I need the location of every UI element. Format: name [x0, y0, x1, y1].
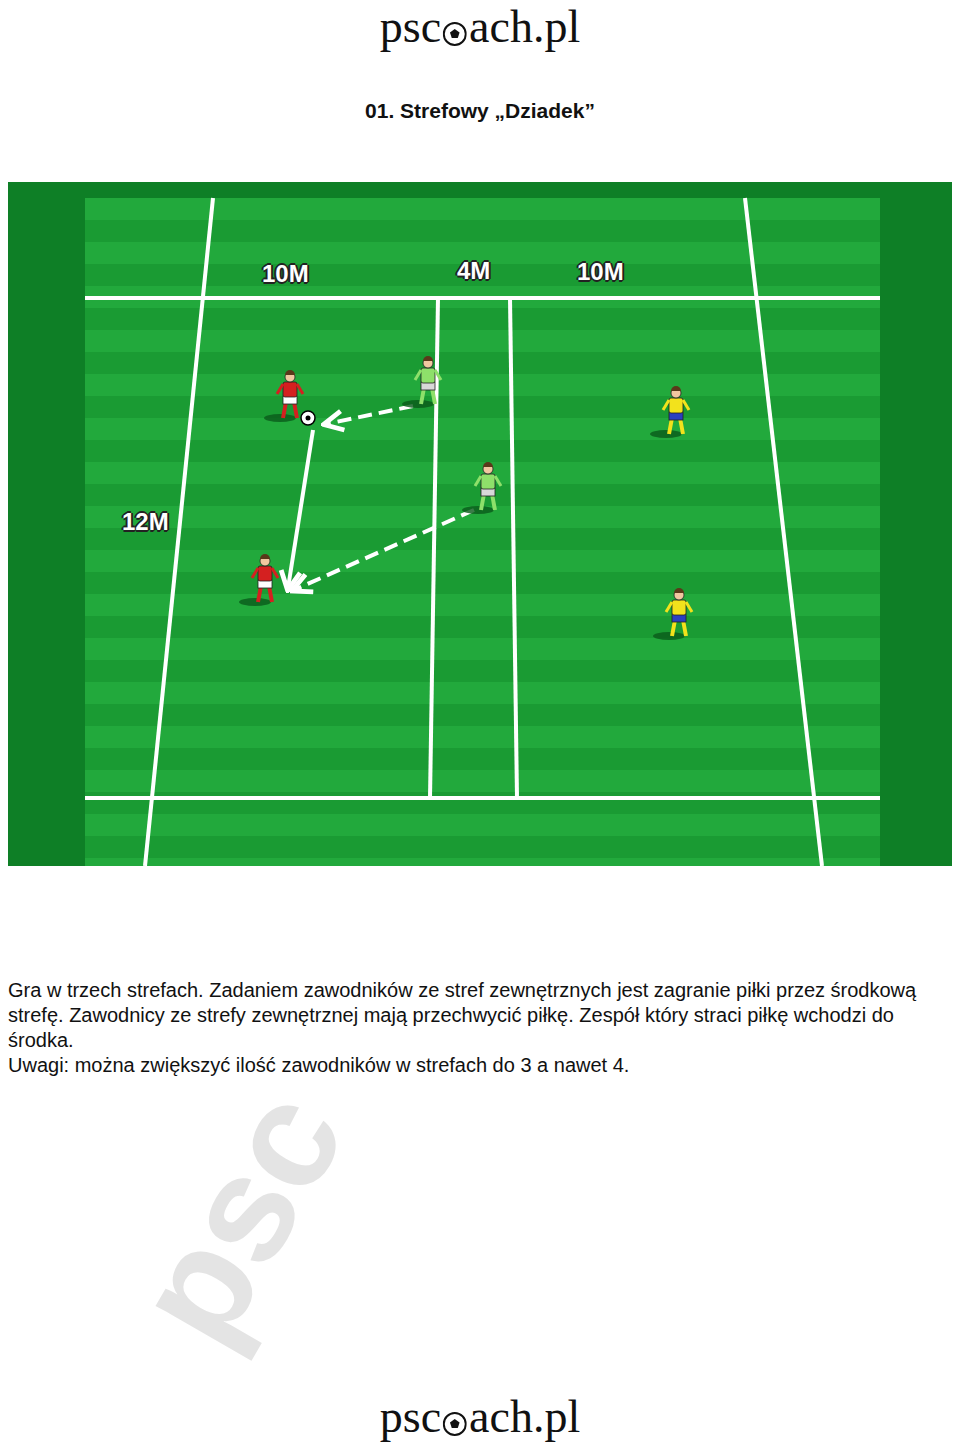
logo-text: ach.pl: [469, 1394, 580, 1440]
logo-text: psc: [380, 1394, 441, 1440]
ball-icon: [443, 22, 467, 46]
players: [239, 356, 692, 640]
player-figure: [653, 588, 692, 640]
ball: [301, 411, 315, 425]
player-figure: [462, 462, 501, 514]
zone-width: 4M: [457, 257, 490, 285]
description: Gra w trzech strefach. Zadaniem zawodnik…: [8, 978, 952, 1053]
page-title: 01. Strefowy „Dziadek”: [0, 99, 960, 123]
watermark: psc: [100, 1061, 379, 1371]
pitch-lines: [85, 198, 880, 866]
logo-text: psc: [380, 4, 441, 50]
pitch-stripes: [85, 198, 880, 866]
zone-width: 10M: [262, 260, 309, 288]
player-figure: [650, 386, 689, 438]
site-logo: psc ach.pl: [380, 1394, 580, 1440]
player-figure: [402, 356, 441, 408]
logo-text: ach.pl: [469, 4, 580, 50]
site-logo: psc ach.pl: [380, 4, 580, 50]
player-figure: [264, 370, 303, 422]
note: Uwagi: można zwiększyć ilość zawodników …: [8, 1053, 952, 1078]
pitch-ground: [8, 182, 952, 866]
zone-width: 10M: [577, 258, 624, 286]
pass-arrows: [288, 406, 474, 590]
zone-length: 12M: [122, 508, 169, 536]
ball-icon: [443, 1412, 467, 1436]
player-figure: [239, 554, 278, 606]
